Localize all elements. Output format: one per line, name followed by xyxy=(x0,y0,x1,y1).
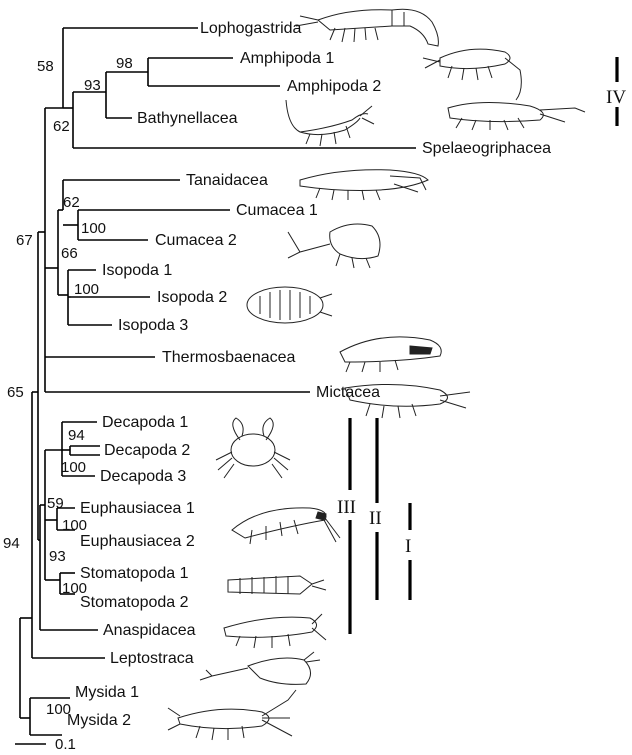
amphipoda-1-illustration xyxy=(423,49,521,100)
clade-label-IV: IV xyxy=(606,87,626,108)
isopoda-illustration xyxy=(247,287,332,323)
support-value: 94 xyxy=(68,427,85,444)
taxon-labels: Lophogastrida Amphipoda 1 Amphipoda 2 Ba… xyxy=(67,20,551,729)
taxon-label-mysida-2: Mysida 2 xyxy=(67,712,131,729)
taxon-label-anaspidacea: Anaspidacea xyxy=(103,622,196,639)
anaspidacea-illustration xyxy=(224,614,326,648)
support-value: 100 xyxy=(61,459,86,476)
amphipoda-2-illustration xyxy=(448,102,585,130)
taxon-label-stomatopoda-2: Stomatopoda 2 xyxy=(80,594,189,611)
taxon-label-isopoda-3: Isopoda 3 xyxy=(118,317,188,334)
support-value: 67 xyxy=(16,232,33,249)
taxon-label-cumacea-1: Cumacea 1 xyxy=(236,202,318,219)
support-value: 58 xyxy=(37,58,54,75)
tanaidacea-illustration xyxy=(300,170,428,200)
euphausiacea-illustration xyxy=(232,508,340,544)
taxon-label-tanaidacea: Tanaidacea xyxy=(186,172,268,189)
support-value: 100 xyxy=(46,701,71,718)
scale-bar-label: 0.1 xyxy=(55,736,76,753)
clade-label-II: II xyxy=(369,508,382,529)
taxon-label-mictacea: Mictacea xyxy=(316,384,380,401)
decapoda-illustration xyxy=(216,418,290,478)
taxon-label-isopoda-1: Isopoda 1 xyxy=(102,262,172,279)
taxon-label-isopoda-2: Isopoda 2 xyxy=(157,289,227,306)
taxon-label-spelaeogriphacea: Spelaeogriphacea xyxy=(422,140,551,157)
taxon-label-lophogastrida: Lophogastrida xyxy=(200,20,302,37)
support-value: 100 xyxy=(81,220,106,237)
support-value: 93 xyxy=(84,77,101,94)
support-value: 100 xyxy=(74,281,99,298)
support-value: 62 xyxy=(63,194,80,211)
taxon-label-euphausiacea-1: Euphausiacea 1 xyxy=(80,500,195,517)
support-value: 65 xyxy=(7,384,24,401)
support-value: 98 xyxy=(116,55,133,72)
taxon-label-euphausiacea-2: Euphausiacea 2 xyxy=(80,533,195,550)
support-value: 62 xyxy=(53,118,70,135)
taxon-label-decapoda-3: Decapoda 3 xyxy=(100,468,186,485)
taxon-label-amphipoda-2: Amphipoda 2 xyxy=(287,78,381,95)
cumacea-illustration xyxy=(288,224,380,268)
taxon-label-cumacea-2: Cumacea 2 xyxy=(155,232,237,249)
support-value: 59 xyxy=(47,495,64,512)
taxon-label-leptostraca: Leptostraca xyxy=(110,650,194,667)
clade-label-I: I xyxy=(405,536,411,557)
taxon-label-thermosbaenacea: Thermosbaenacea xyxy=(162,349,296,366)
support-value: 66 xyxy=(61,245,78,262)
bathynellacea-illustration xyxy=(286,100,374,146)
taxon-label-stomatopoda-1: Stomatopoda 1 xyxy=(80,565,189,582)
support-value: 94 xyxy=(3,535,20,552)
support-value: 93 xyxy=(49,548,66,565)
support-value: 100 xyxy=(62,517,87,534)
taxon-label-mysida-1: Mysida 1 xyxy=(75,684,139,701)
taxon-label-decapoda-2: Decapoda 2 xyxy=(104,442,190,459)
clade-label-III: III xyxy=(337,497,356,518)
mysida-illustration xyxy=(168,690,296,740)
tree-branches xyxy=(20,28,416,735)
support-value: 100 xyxy=(62,580,87,597)
taxon-label-amphipoda-1: Amphipoda 1 xyxy=(240,50,334,67)
thermosbaenacea-illustration xyxy=(340,337,441,372)
taxon-label-bathynellacea: Bathynellacea xyxy=(137,110,238,127)
taxon-label-decapoda-1: Decapoda 1 xyxy=(102,414,188,431)
lophogastrida-illustration xyxy=(296,9,438,46)
leptostraca-illustration xyxy=(200,652,320,684)
stomatopoda-illustration xyxy=(228,576,326,594)
scale-bar: 0.1 xyxy=(15,736,76,753)
